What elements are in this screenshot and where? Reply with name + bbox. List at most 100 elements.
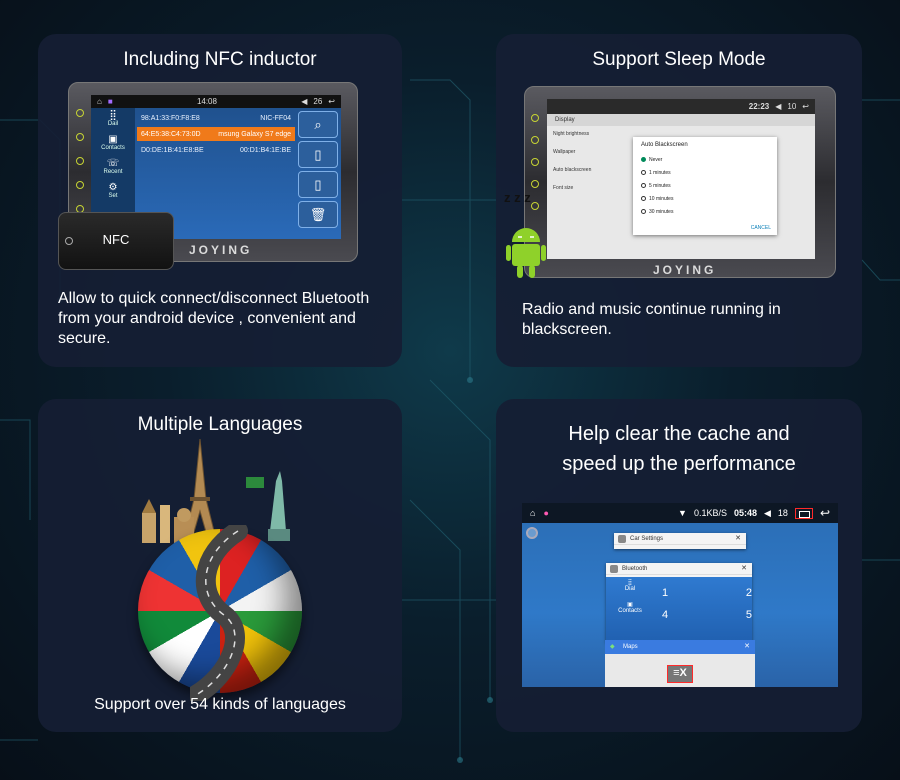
- volume-icon: ◀: [764, 507, 771, 518]
- nfc-phone: NFC: [58, 212, 174, 270]
- head-unit-device: 22:23 ◀ 10 ↩ Display Night brightness Wa…: [524, 86, 836, 278]
- home-icon: ⌂: [97, 97, 102, 106]
- phone-disconnect-icon: ▯: [314, 177, 322, 192]
- contacts-icon: ▣: [108, 134, 118, 145]
- feature-card-languages: Multiple Languages Support over 54 kinds…: [38, 399, 402, 732]
- settings-item[interactable]: Auto blackscreen: [553, 167, 592, 173]
- auto-blackscreen-dialog: Auto Blackscreen Never 1 minutes 5 minut…: [633, 137, 777, 235]
- volume-icon: ◀: [775, 102, 782, 111]
- close-icon[interactable]: ✕: [735, 535, 741, 542]
- app-icon: ■: [107, 97, 113, 106]
- world-globe-illustration: [138, 439, 308, 701]
- status-volume: 10: [787, 102, 797, 111]
- side-item-dial[interactable]: ⣿Dail: [91, 108, 135, 132]
- side-item-recent[interactable]: ☏Recent: [91, 156, 135, 180]
- device-side-buttons: [531, 107, 539, 217]
- card-description: Radio and music continue running in blac…: [522, 301, 781, 338]
- settings-list: Night brightness Wallpaper Auto blackscr…: [553, 131, 633, 203]
- settings-item[interactable]: Wallpaper: [553, 149, 576, 155]
- gear-icon: ⚙: [108, 182, 118, 193]
- radio-option-1-minute[interactable]: 1 minutes: [641, 166, 769, 179]
- search-button[interactable]: ⌕: [298, 111, 338, 138]
- statue-of-liberty-icon: [246, 471, 290, 541]
- card-title-line2: speed up the performance: [562, 453, 796, 475]
- feature-card-nfc: Including NFC inductor ⌂ ■ 14:08 ◀ 26 ↩ …: [38, 34, 402, 367]
- recent-apps-screen: ⌂ ● ▼ 0.1KB/S 05:48 ◀ 18 ↩ Car Settings✕…: [522, 503, 838, 687]
- feature-card-clear-cache: Help clear the cache and speed up the pe…: [496, 399, 862, 732]
- bt-side-contacts: ▣Contacts: [618, 602, 642, 614]
- feature-card-sleep: Support Sleep Mode 22:23 ◀ 10 ↩ Display …: [496, 34, 862, 367]
- settings-item[interactable]: Font size: [553, 185, 574, 191]
- status-bar: 22:23 ◀ 10 ↩: [547, 99, 815, 114]
- keypad-icon: ⣿: [627, 580, 633, 586]
- app-icon[interactable]: ●: [543, 508, 549, 518]
- side-item-set[interactable]: ⚙Set: [91, 180, 135, 204]
- trash-icon: 🗑: [309, 207, 327, 222]
- status-volume: 26: [313, 97, 323, 106]
- card-title-line1: Help clear the cache and: [568, 423, 790, 445]
- maps-icon: ◆: [610, 644, 615, 650]
- search-icon: ⌕: [314, 117, 322, 132]
- settings-header: Display: [547, 114, 815, 126]
- device-side-buttons: [76, 101, 84, 221]
- back-icon: ↩: [328, 97, 335, 106]
- floating-home-button[interactable]: [526, 527, 538, 539]
- camera-icon: [65, 237, 73, 245]
- network-speed: 0.1KB/S: [693, 508, 727, 518]
- status-bar: ⌂ ● ▼ 0.1KB/S 05:48 ◀ 18 ↩: [522, 503, 838, 523]
- bt-side-dial: ⣿Dial: [624, 580, 636, 592]
- recent-card-maps[interactable]: ◆ Maps✕: [605, 640, 755, 654]
- eiffel-tower-icon: [183, 439, 217, 539]
- keypad-icon: ⣿: [109, 110, 117, 121]
- clear-all-button[interactable]: ≡X: [667, 665, 693, 683]
- back-icon[interactable]: ↩: [819, 506, 830, 520]
- settings-item[interactable]: Night brightness: [553, 131, 590, 137]
- radio-option-10-minutes[interactable]: 10 minutes: [641, 192, 769, 205]
- radio-option-never[interactable]: Never: [641, 153, 769, 166]
- phone-icon: ☏: [106, 158, 120, 169]
- status-time: 22:23: [748, 102, 770, 111]
- road-swirl: [190, 525, 248, 701]
- wifi-icon: ▼: [678, 508, 687, 518]
- card-title: Multiple Languages: [137, 414, 303, 435]
- sleep-zzz: z z z: [504, 190, 531, 205]
- cancel-button[interactable]: CANCEL: [750, 225, 771, 231]
- close-icon[interactable]: ✕: [744, 643, 750, 650]
- radio-option-30-minutes[interactable]: 30 minutes: [641, 205, 769, 218]
- card-title: Including NFC inductor: [123, 49, 317, 70]
- status-time: 05:48: [733, 508, 757, 518]
- home-icon[interactable]: ⌂: [530, 508, 536, 518]
- phone-connect-icon: ▯: [314, 147, 322, 162]
- delete-button[interactable]: 🗑: [298, 201, 338, 228]
- maps-preview: ≡X: [605, 654, 755, 687]
- device-screen: 22:23 ◀ 10 ↩ Display Night brightness Wa…: [547, 99, 815, 259]
- volume-icon: ◀: [301, 97, 308, 106]
- action-buttons: ⌕ ▯ ▯ 🗑: [298, 111, 338, 231]
- recent-card-car-settings[interactable]: Car Settings✕: [614, 533, 746, 549]
- recent-apps-icon[interactable]: [794, 507, 813, 519]
- radio-option-5-minutes[interactable]: 5 minutes: [641, 179, 769, 192]
- status-time: 14:08: [196, 97, 217, 106]
- status-volume: 18: [777, 508, 788, 518]
- phone-label: NFC: [102, 232, 130, 247]
- card-description: Support over 54 kinds of languages: [94, 696, 346, 713]
- brand-logo: JOYING: [653, 263, 717, 277]
- android-robot-icon: [506, 228, 546, 278]
- brand-logo: JOYING: [189, 243, 253, 257]
- contacts-icon: ▣: [627, 602, 633, 608]
- card-title: Support Sleep Mode: [592, 49, 766, 70]
- disconnect-button[interactable]: ▯: [298, 171, 338, 198]
- close-icon[interactable]: ✕: [741, 565, 747, 572]
- card-description: Allow to quick connect/disconnect Blueto…: [58, 290, 370, 347]
- side-item-contacts[interactable]: ▣Contacts: [91, 132, 135, 156]
- connect-button[interactable]: ▯: [298, 141, 338, 168]
- back-icon: ↩: [802, 102, 809, 111]
- status-right: ▼ 0.1KB/S 05:48 ◀ 18 ↩: [678, 506, 830, 520]
